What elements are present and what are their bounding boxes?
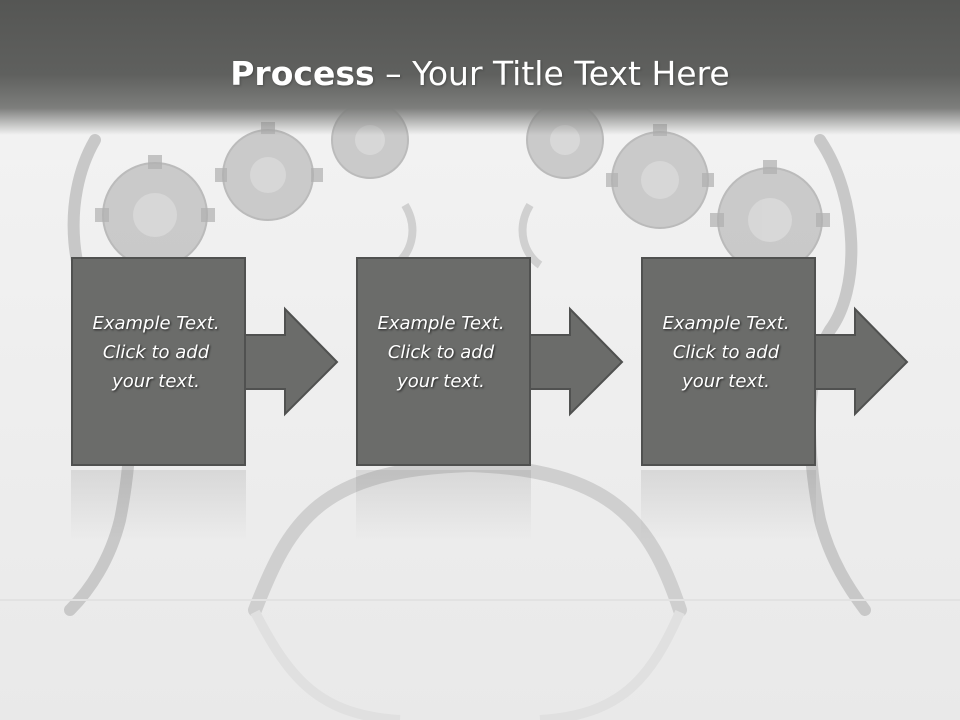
step-reflection	[641, 470, 816, 540]
step-text[interactable]: Example Text. Click to add your text.	[649, 309, 803, 396]
step-reflection	[71, 470, 246, 540]
step-text-line-3: your text.	[112, 371, 200, 392]
step-text-line-1: Example Text.	[92, 313, 220, 334]
process-step-3[interactable]: Example Text. Click to add your text.	[641, 257, 911, 467]
step-text-line-1: Example Text.	[377, 313, 505, 334]
step-text[interactable]: Example Text. Click to add your text.	[364, 309, 518, 396]
step-arrow-shape	[71, 257, 339, 466]
step-arrow-shape	[641, 257, 909, 466]
process-step-1[interactable]: Example Text. Click to add your text.	[71, 257, 341, 467]
step-text-line-3: your text.	[682, 371, 770, 392]
step-text-line-2: Click to add	[672, 342, 780, 363]
step-text-line-2: Click to add	[387, 342, 495, 363]
step-text-line-1: Example Text.	[662, 313, 790, 334]
step-text[interactable]: Example Text. Click to add your text.	[79, 309, 233, 396]
title-bold: Process	[230, 54, 375, 93]
step-reflection	[356, 470, 531, 540]
step-text-line-2: Click to add	[102, 342, 210, 363]
slide-title[interactable]: Process – Your Title Text Here	[0, 52, 960, 96]
title-bar	[0, 0, 960, 135]
step-text-line-3: your text.	[397, 371, 485, 392]
step-arrow-shape	[356, 257, 624, 466]
title-rest: – Your Title Text Here	[374, 54, 730, 93]
process-step-2[interactable]: Example Text. Click to add your text.	[356, 257, 626, 467]
